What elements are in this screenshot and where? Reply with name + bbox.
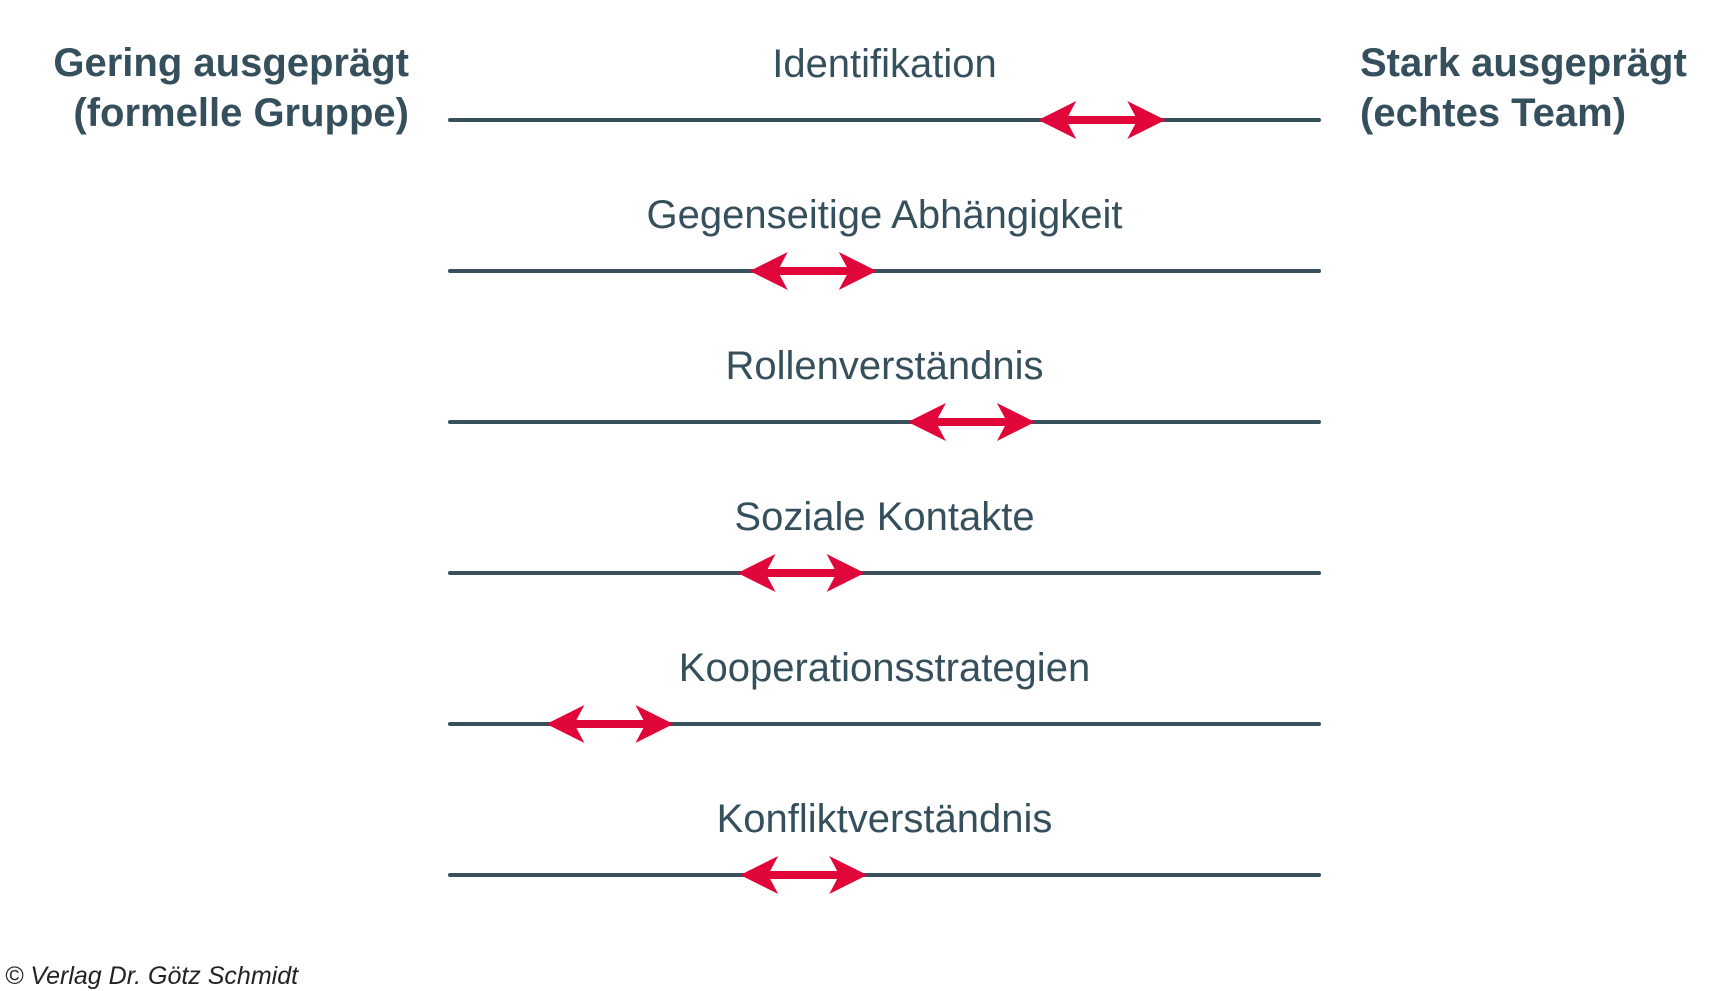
right-pole-label: Stark ausgeprägt (echtes Team) [1360,38,1687,138]
dimension-scale [448,554,1321,592]
double-arrow-marker [740,856,868,894]
dimension-label: Rollenverständnis [725,344,1044,388]
dimension-scale [448,705,1321,743]
dimension-label: Gegenseitige Abhängigkeit [646,193,1123,237]
left-pole-line1: Gering ausgeprägt [53,41,409,85]
dimension-label: Soziale Kontakte [734,495,1035,539]
left-pole-label: Gering ausgeprägt (formelle Gruppe) [53,38,409,138]
right-pole-line2: (echtes Team) [1360,91,1627,135]
dimension-scale [448,856,1321,894]
double-arrow-marker [1038,101,1166,139]
double-arrow-marker [907,403,1035,441]
dimension-scale [448,252,1321,290]
double-arrow-marker [737,554,865,592]
dimension-label: Identifikation [772,42,997,86]
dimension-label: Kooperationsstrategien [678,646,1091,690]
double-arrow-marker [546,705,674,743]
double-arrow-marker [749,252,877,290]
left-pole-line2: (formelle Gruppe) [73,91,409,135]
dimension-scale [448,101,1321,139]
dimension-scale [448,403,1321,441]
dimension-label: Konfliktverständnis [716,797,1053,841]
copyright-notice: © Verlag Dr. Götz Schmidt [5,962,299,990]
right-pole-line1: Stark ausgeprägt [1360,41,1687,85]
